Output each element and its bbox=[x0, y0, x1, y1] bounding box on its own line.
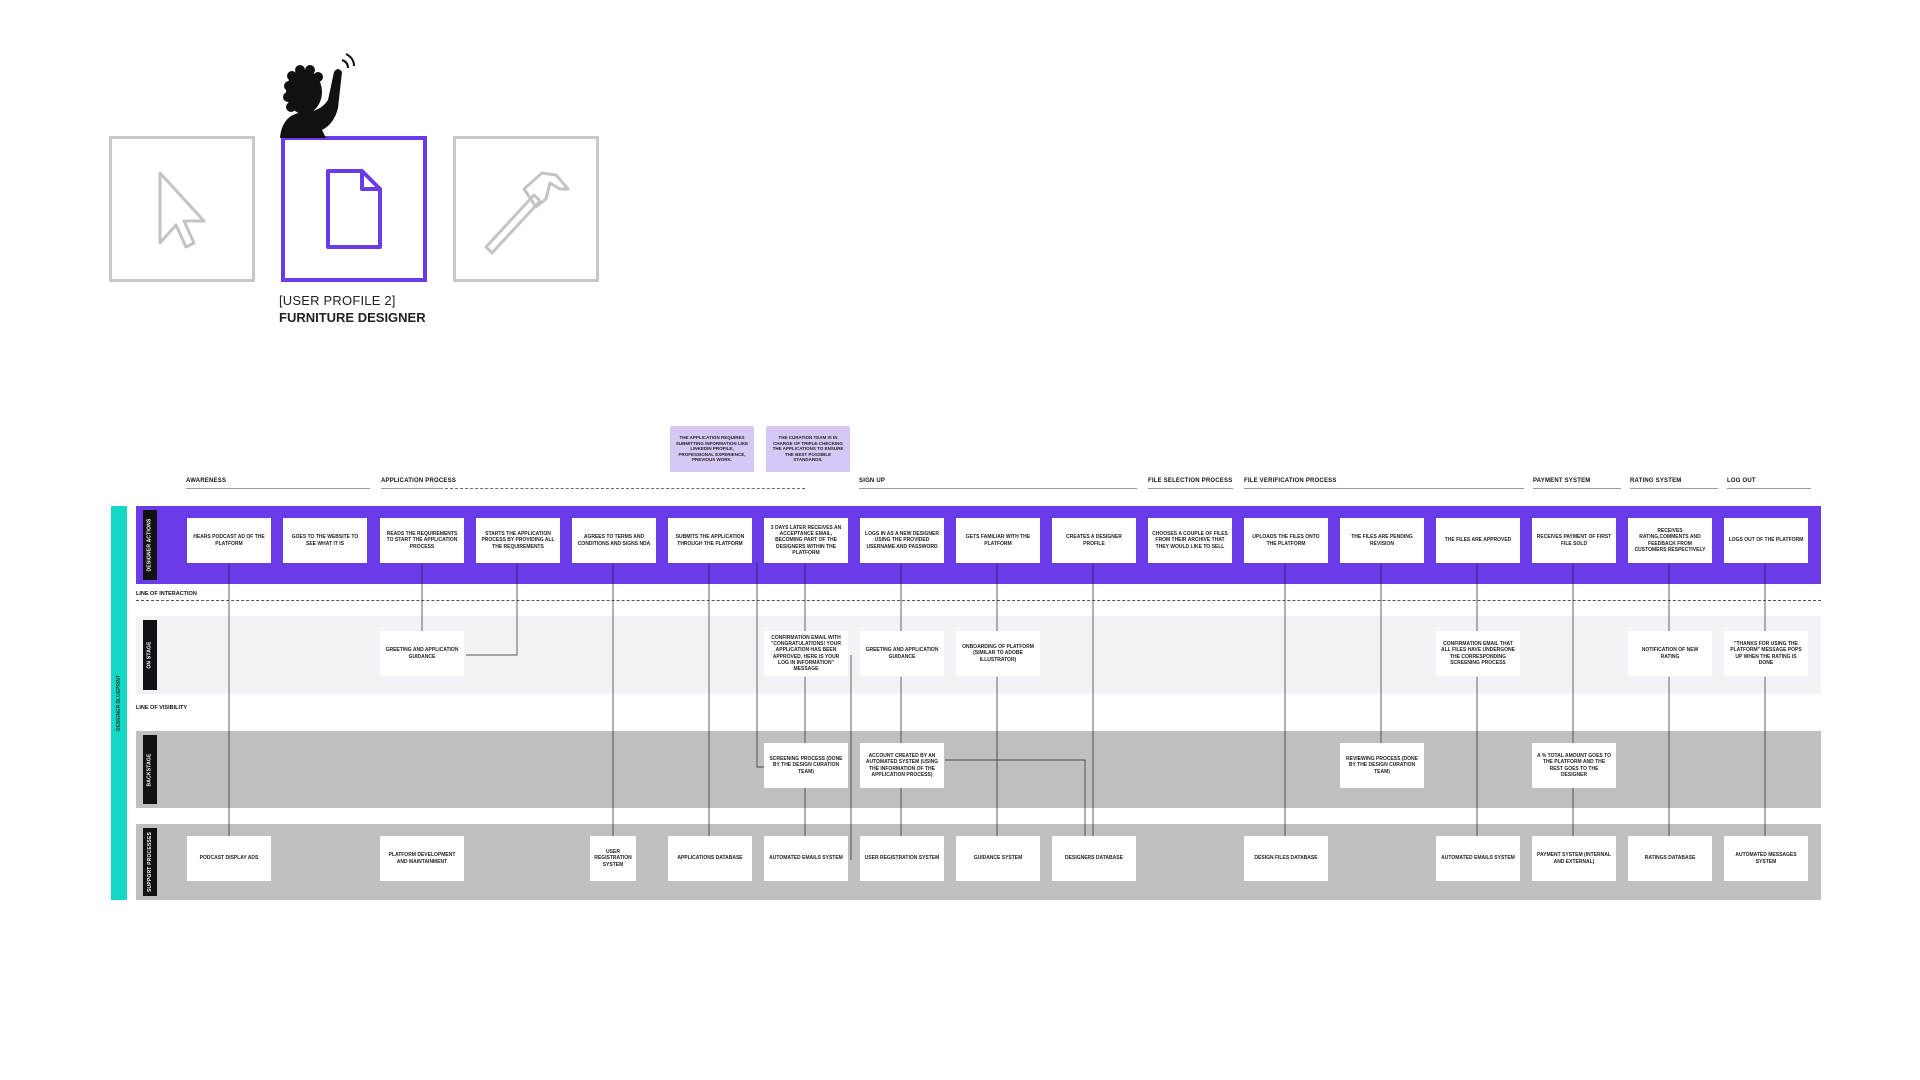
backstage-box: A % TOTAL AMOUNT GOES TO THE PLATFORM AN… bbox=[1532, 743, 1616, 788]
row-label-backstage: BACKSTAGE bbox=[143, 735, 157, 804]
note-application-requirements: THE APPLICATION REQUIRES SUBMITTING INFO… bbox=[670, 426, 754, 472]
cursor-card[interactable] bbox=[109, 136, 255, 282]
phase-signup-line bbox=[859, 488, 1137, 489]
onstage-box: NOTIFICATION OF NEW RATING bbox=[1628, 631, 1712, 676]
phase-awareness: AWARENESS bbox=[186, 478, 227, 484]
support-box: PAYMENT SYSTEM (INTERNAL AND EXTERNAL) bbox=[1532, 836, 1616, 881]
support-box: PLATFORM DEVELOPMENT AND MAINTAINMENT bbox=[380, 836, 464, 881]
backstage-box: SCREENING PROCESS (DONE BY THE DESIGN CU… bbox=[764, 743, 848, 788]
blueprint-bar bbox=[111, 506, 127, 900]
waving-person-icon bbox=[280, 53, 355, 138]
support-box: DESIGNERS DATABASE bbox=[1052, 836, 1136, 881]
action-box: LOGS IN AS A NEW DESIGNER USING THE PROV… bbox=[860, 518, 944, 563]
phase-payment: PAYMENT SYSTEM bbox=[1533, 478, 1591, 484]
action-box: GETS FAMILIAR WITH THE PLATFORM bbox=[956, 518, 1040, 563]
action-box: GOES TO THE WEBSITE TO SEE WHAT IT IS bbox=[283, 518, 367, 563]
phase-file-verification-line bbox=[1244, 488, 1524, 489]
support-box: USER REGISTRATION SYSTEM bbox=[860, 836, 944, 881]
phase-rating-line bbox=[1630, 488, 1718, 489]
action-box: CHOOSES A COUPLE OF FILES FROM THEIR ARC… bbox=[1148, 518, 1232, 563]
support-box: GUIDANCE SYSTEM bbox=[956, 836, 1040, 881]
action-box: SUBMITS THE APPLICATION THROUGH THE PLAT… bbox=[668, 518, 752, 563]
document-icon bbox=[326, 169, 382, 249]
phase-file-verification: FILE VERIFICATION PROCESS bbox=[1244, 478, 1337, 484]
onstage-box: "THANKS FOR USING THE PLATFORM" MESSAGE … bbox=[1724, 631, 1808, 676]
action-box: RECEIVES RATING,COMMENTS AND FEEDBACK FR… bbox=[1628, 518, 1712, 563]
row-label-support: SUPPORT PROCESSES bbox=[143, 828, 157, 896]
support-box: AUTOMATED EMAILS SYSTEM bbox=[1436, 836, 1520, 881]
action-box: THE FILES ARE PENDING REVISION bbox=[1340, 518, 1424, 563]
phase-application-line bbox=[381, 488, 443, 489]
action-box: HEARS PODCAST AD OF THE PLATFORM bbox=[187, 518, 271, 563]
row-label-actions: DESIGNER ACTIONS bbox=[143, 510, 157, 580]
backstage-box: ACCOUNT CREATED BY AN AUTOMATED SYSTEM (… bbox=[860, 743, 944, 788]
phase-signup: SIGN UP bbox=[859, 478, 886, 484]
onstage-box: CONFIRMATION EMAIL THAT ALL FILES HAVE U… bbox=[1436, 631, 1520, 676]
support-box: AUTOMATED MESSAGES SYSTEM bbox=[1724, 836, 1808, 881]
action-box: LOGS OUT OF THE PLATFORM bbox=[1724, 518, 1808, 563]
action-box: THE FILES ARE APPROVED bbox=[1436, 518, 1520, 563]
line-of-interaction-label: LINE OF INTERACTION bbox=[136, 591, 197, 597]
action-box: RECEIVES PAYMENT OF FIRST FILE SOLD bbox=[1532, 518, 1616, 563]
phase-application: APPLICATION PROCESS bbox=[381, 478, 457, 484]
hammer-icon bbox=[484, 171, 570, 255]
note-curation-team: THE CURATION TEAM IS IN CHARGE OF TRIPLE… bbox=[766, 426, 850, 472]
line-of-visibility-label: LINE OF VISIBILITY bbox=[136, 705, 188, 711]
profile-name: FURNITURE DESIGNER bbox=[279, 310, 426, 325]
phase-application-dashed bbox=[445, 488, 805, 489]
profile-tag: [USER PROFILE 2] bbox=[279, 293, 396, 308]
support-box: APPLICATIONS DATABASE bbox=[668, 836, 752, 881]
action-box: AGREES TO TERMS AND CONDITIONS AND SIGNS… bbox=[572, 518, 656, 563]
phase-rating: RATING SYSTEM bbox=[1630, 478, 1682, 484]
action-box: CREATES A DESIGNER PROFILE bbox=[1052, 518, 1136, 563]
onstage-box: CONFIRMATION EMAIL WITH "CONGRATULATIONS… bbox=[764, 631, 848, 676]
document-card[interactable] bbox=[281, 136, 427, 282]
blueprint-label: DESIGNER BLUEPRINT bbox=[116, 674, 122, 732]
action-box: 3 DAYS LATER RECEIVES AN ACCEPTANCE EMAI… bbox=[764, 518, 848, 563]
row-label-onstage: ON STAGE bbox=[143, 620, 157, 690]
phase-logout: LOG OUT bbox=[1727, 478, 1756, 484]
phase-file-selection-line bbox=[1148, 488, 1233, 489]
support-box: AUTOMATED EMAILS SYSTEM bbox=[764, 836, 848, 881]
cursor-icon bbox=[158, 171, 206, 249]
support-box: DESIGN FILES DATABASE bbox=[1244, 836, 1328, 881]
backstage-box: REVIEWING PROCESS (DONE BY THE DESIGN CU… bbox=[1340, 743, 1424, 788]
support-box: RATINGS DATABASE bbox=[1628, 836, 1712, 881]
action-box: UPLOADS THE FILES ONTO THE PLATFORM bbox=[1244, 518, 1328, 563]
support-box: PODCAST DISPLAY ADS bbox=[187, 836, 271, 881]
line-of-interaction bbox=[136, 600, 1821, 601]
onstage-box: GREETING AND APPLICATION GUIDANCE bbox=[380, 631, 464, 676]
hammer-card[interactable] bbox=[453, 136, 599, 282]
phase-payment-line bbox=[1533, 488, 1621, 489]
phase-logout-line bbox=[1727, 488, 1811, 489]
phase-file-selection: FILE SELECTION PROCESS bbox=[1148, 478, 1233, 484]
action-box: READS THE REQUIREMENTS TO START THE APPL… bbox=[380, 518, 464, 563]
phase-awareness-line bbox=[186, 488, 370, 489]
onstage-box: GREETING AND APPLICATION GUIDANCE bbox=[860, 631, 944, 676]
onstage-box: ONBOARDING OF PLATFORM (SIMILAR TO ADOBE… bbox=[956, 631, 1040, 676]
support-box: USER REGISTRATION SYSTEM bbox=[590, 836, 636, 881]
action-box: STARTS THE APPLICATION PROCESS BY PROVID… bbox=[476, 518, 560, 563]
